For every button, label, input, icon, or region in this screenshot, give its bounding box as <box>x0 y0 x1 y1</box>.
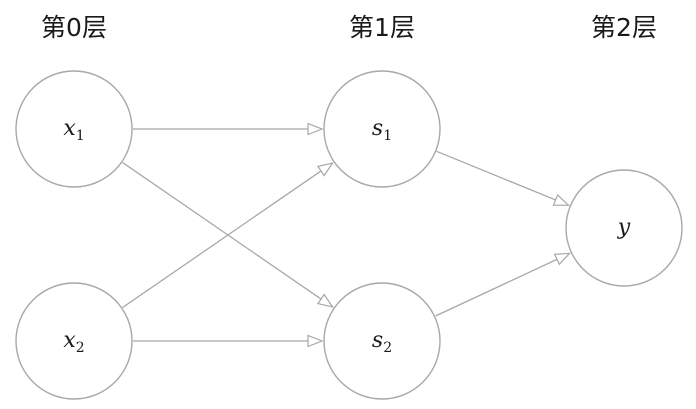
node-x2-circle <box>15 282 133 400</box>
edge-s2-y <box>435 257 560 317</box>
arrowhead-x1-s1 <box>307 122 324 136</box>
node-s1-circle <box>323 70 441 188</box>
node-y-label: y <box>617 215 631 240</box>
node-x1-label: x1 <box>63 116 84 144</box>
edges-group <box>122 122 572 348</box>
node-y-circle <box>565 169 683 287</box>
node-s2: s2 <box>323 282 441 400</box>
edge-s1-y <box>436 150 558 202</box>
layer-1-title: 第1层 <box>349 13 415 42</box>
arrowhead-s2-y <box>553 252 572 266</box>
layer-2-title: 第2层 <box>591 13 657 42</box>
node-s1-label: s1 <box>372 116 392 144</box>
layer-0-title: 第0层 <box>41 13 107 42</box>
node-x2: x2 <box>15 282 133 400</box>
node-s1: s1 <box>323 70 441 188</box>
edge-x1-s2 <box>122 161 324 301</box>
node-x2-label: x2 <box>63 328 84 356</box>
arrowhead-s1-y <box>552 193 571 206</box>
arrowhead-x2-s2 <box>307 334 324 348</box>
edge-x2-s1 <box>122 169 324 309</box>
node-s2-circle <box>323 282 441 400</box>
node-x1-circle <box>15 70 133 188</box>
node-x1: x1 <box>15 70 133 188</box>
arrowhead-x1-s2 <box>316 293 334 308</box>
node-s2-label: s2 <box>372 328 392 356</box>
node-y: y <box>565 169 683 287</box>
arrowhead-x2-s1 <box>316 162 334 177</box>
